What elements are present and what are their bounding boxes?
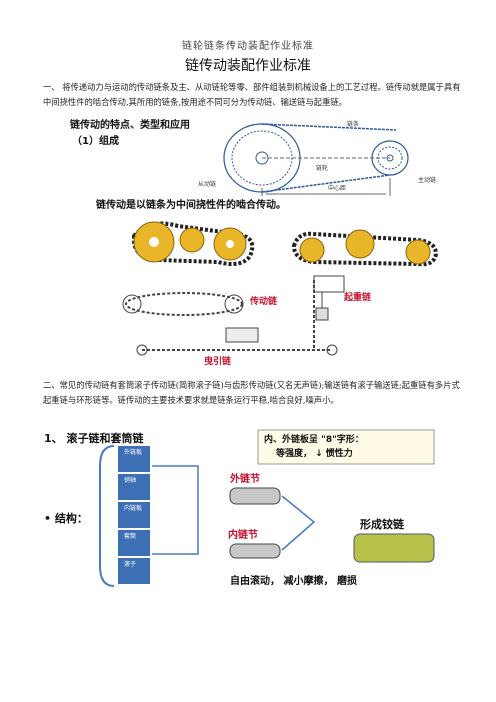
fig1-caption: 链传动是以链条为中间挠性件的啮合传动。: [95, 198, 286, 211]
struct-label: • 结构：: [44, 511, 88, 525]
part-label: 内链板: [124, 504, 142, 512]
label-traction: 曳引链: [204, 355, 232, 367]
label-driver: 主动链: [418, 176, 436, 184]
label-axis: 中心距: [328, 184, 346, 192]
part-label: 外链板: [124, 448, 142, 456]
fig1-heading: 链传动的特点、类型和应用: [69, 118, 190, 131]
fig1-sub: （1）组成: [72, 134, 119, 147]
gear-pair-right: [280, 214, 448, 272]
fig3-heading: 1、 滚子链和套筒链: [44, 431, 144, 445]
chain-types-figure: 传动链 起重链 曳引链: [118, 214, 448, 367]
form-hinge-label: 形成铰链: [360, 517, 405, 531]
lifting-chain-icon: [313, 275, 345, 321]
roller-chain-figure: 1、 滚子链和套筒链 内、外链板呈 "8"字形： 等强度， ↓ 惯性力 • 结构…: [44, 426, 437, 596]
traction-chain-icon: [136, 280, 338, 356]
page-title: 链传动装配作业标准: [185, 58, 311, 74]
free-roll-label: 自由滚动， 减小摩擦， 磨损: [230, 574, 357, 587]
note-line-1: 内、外链板呈 "8"字形：: [264, 433, 364, 445]
label-center: 链轮: [316, 164, 328, 172]
chain-diagram: [223, 123, 409, 196]
part-label: 滚子: [124, 560, 136, 568]
label-transmission: 传动链: [249, 295, 278, 307]
paragraph-2: 二、常见的传动链有套筒滚子传动链(简称滚子链)与齿形传动链(又名无声链);输送链…: [43, 380, 460, 405]
parts-column: 外链板 销轴 内链板 套筒 滚子: [118, 446, 150, 584]
inner-link-label: 内链节: [228, 528, 258, 541]
label-chain: 链条: [347, 120, 359, 128]
note-line-2: 等强度， ↓ 惯性力: [275, 447, 353, 459]
chain-drive-figure: 链传动的特点、类型和应用 （1）组成 链条 从动链 主动链 链轮 中心距 链传动…: [66, 116, 447, 211]
part-label: 套筒: [124, 532, 136, 540]
transmission-chain-icon: [122, 292, 244, 316]
paragraph-1: 一、 将传递动力与运动的传动链条及主、从动链轮等零、部件组装到机械设备上的工艺过…: [43, 82, 461, 107]
label-lifting: 起重链: [343, 291, 372, 303]
outer-link-label: 外链节: [229, 472, 260, 485]
part-label: 销轴: [124, 476, 136, 484]
page-header: 链轮链条传动装配作业标准: [182, 41, 314, 52]
label-driven: 从动链: [198, 180, 216, 188]
gear-pair-left: [118, 214, 266, 272]
